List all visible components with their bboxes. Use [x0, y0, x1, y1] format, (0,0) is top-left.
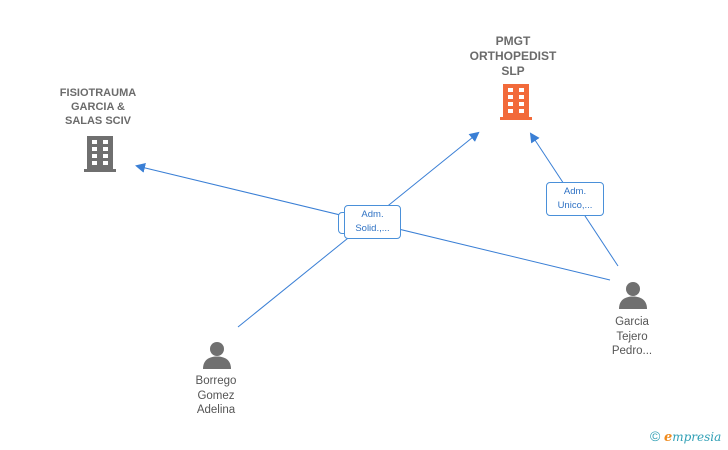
company-fisio-line-1: FISIOTRAUMA	[59, 87, 137, 99]
brand-initial: e	[663, 430, 673, 445]
edge-label-adm-unico-line-1: Adm.	[563, 186, 587, 197]
building-icon[interactable]	[500, 84, 532, 120]
person-borrego-line-1: Borrego	[195, 375, 237, 387]
edge-label-adm-solid-line-2: Solid.,...	[355, 223, 390, 234]
company-fisio-label[interactable]: FISIOTRAUMA GARCIA & SALAS SCIV	[40, 86, 156, 128]
edge-label-adm-solid-line-1: Adm.	[361, 209, 384, 220]
edge-label-adm-unico[interactable]: Adm. Unico,...	[546, 182, 604, 216]
person-icon[interactable]	[618, 281, 648, 309]
person-garcia-line-3: Pedro...	[611, 345, 653, 357]
person-garcia-line-2: Tejero	[616, 330, 648, 343]
edge-label-adm-unico-line-2: Unico,...	[557, 200, 593, 211]
brand-name: mpresia	[672, 430, 722, 444]
person-icon[interactable]	[202, 341, 232, 369]
person-garcia-line-1: Garcia	[615, 316, 649, 328]
copyright-symbol: ©	[650, 428, 661, 444]
footer-brand: © empresia	[650, 428, 721, 445]
person-borrego-label[interactable]: Borrego Gomez Adelina	[170, 374, 262, 418]
person-garcia-label[interactable]: Garcia Tejero Pedro...	[586, 315, 678, 359]
person-borrego-line-3: Adelina	[196, 404, 236, 416]
company-pmgt-line-3: SLP	[501, 64, 525, 78]
person-borrego-line-2: Gomez	[197, 389, 235, 402]
company-fisio-line-2: GARCIA &	[71, 101, 125, 113]
company-fisio-line-3: SALAS SCIV	[64, 115, 131, 127]
edge-label-adm-solid[interactable]: Adm. Solid.,...	[344, 205, 401, 239]
company-pmgt-line-2: ORTHOPEDIST	[469, 49, 557, 63]
company-pmgt-line-1: PMGT	[495, 34, 531, 48]
company-pmgt-label[interactable]: PMGT ORTHOPEDIST SLP	[450, 34, 576, 79]
building-icon[interactable]	[84, 136, 116, 172]
